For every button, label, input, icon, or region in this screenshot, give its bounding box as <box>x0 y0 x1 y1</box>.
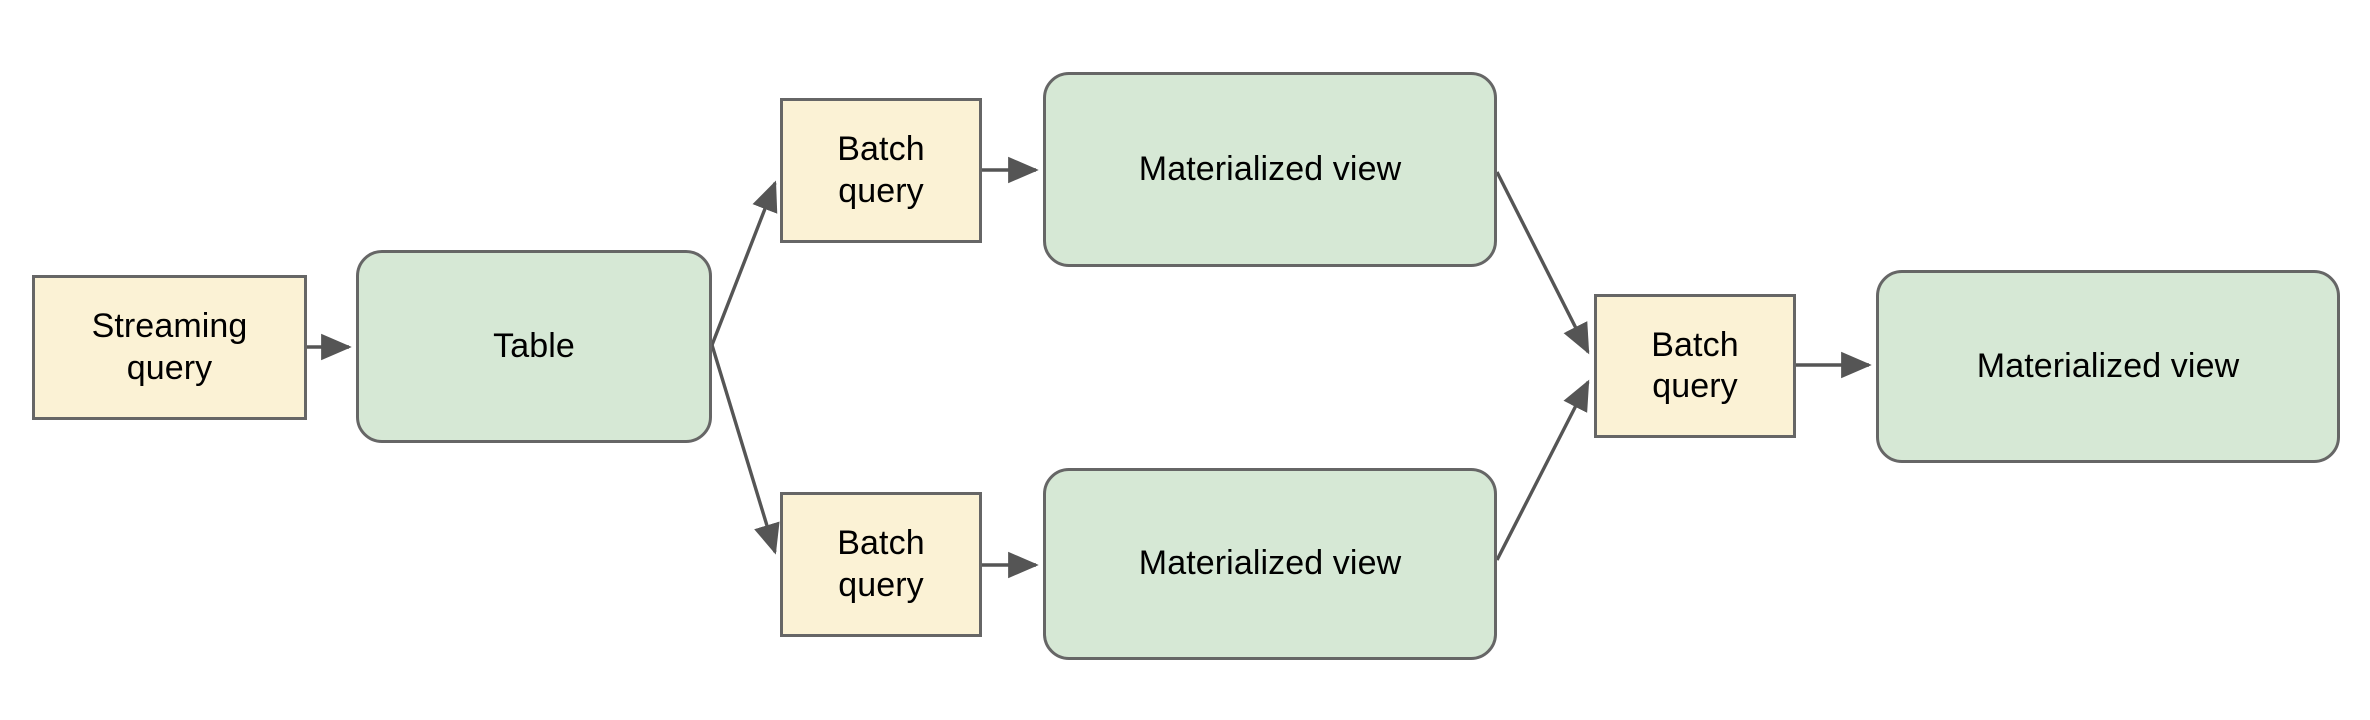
node-label-batch-query-right: Batch query <box>1651 325 1739 405</box>
node-materialized-view-top[interactable]: Materialized view <box>1043 72 1497 267</box>
node-label-batch-query-bottom: Batch query <box>837 524 925 604</box>
node-label-materialized-view-bottom: Materialized view <box>1138 544 1402 583</box>
edge-table-to-batch-query-top <box>710 180 778 346</box>
node-streaming-query[interactable]: Streaming query <box>32 275 307 420</box>
node-label-table: Table <box>493 326 575 365</box>
edge-table-to-batch-query-bottom <box>710 344 780 555</box>
node-batch-query-bottom[interactable]: Batch query <box>780 492 982 637</box>
node-label-materialized-view-final: Materialized view <box>1976 346 2240 385</box>
node-label-streaming-query: Streaming query <box>91 307 248 387</box>
edge-materialized-view-top-to-batch-query-right <box>1495 171 1590 355</box>
node-batch-query-right[interactable]: Batch query <box>1594 294 1796 438</box>
node-materialized-view-final[interactable]: Materialized view <box>1876 270 2340 463</box>
node-materialized-view-bottom[interactable]: Materialized view <box>1043 468 1497 660</box>
node-table[interactable]: Table <box>356 250 712 443</box>
edge-materialized-view-bottom-to-batch-query-right <box>1495 379 1590 561</box>
node-label-materialized-view-top: Materialized view <box>1138 149 1402 188</box>
node-label-batch-query-top: Batch query <box>837 130 925 210</box>
node-batch-query-top[interactable]: Batch query <box>780 98 982 243</box>
